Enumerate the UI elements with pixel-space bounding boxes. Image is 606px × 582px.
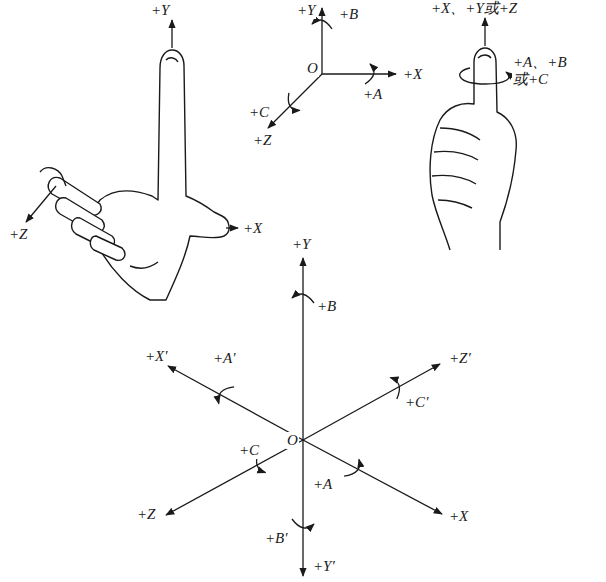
axis-label: +A <box>312 476 333 493</box>
axis-label: +Z <box>252 132 272 149</box>
axis-arrow <box>268 74 322 128</box>
axis-label: +Y′ <box>312 558 336 575</box>
right-hand-figure <box>40 50 229 300</box>
axis-arrow <box>171 20 172 48</box>
axis-arrow <box>303 440 442 514</box>
axis-arrow <box>166 440 303 515</box>
axis-label: +X <box>242 220 263 237</box>
axis-label: +Z′ <box>448 350 472 367</box>
axis-label: +X′ <box>144 348 169 365</box>
axis-label: +A′ <box>212 350 237 367</box>
axis-label: +Y <box>150 2 170 19</box>
axis-label: +C <box>248 104 270 121</box>
rotation-arrow <box>292 519 314 528</box>
axis-arrow <box>302 440 303 576</box>
axis-lines <box>26 8 509 576</box>
axis-label: +A、+B 或+C <box>512 54 572 89</box>
axis-arrow <box>302 258 303 440</box>
rotation-arrow <box>390 378 399 400</box>
axis-label: +X <box>448 508 469 525</box>
rotation-arrow <box>288 93 299 111</box>
origin-label: O <box>286 432 299 449</box>
axis-label: +Y <box>296 2 316 19</box>
axis-arrow <box>322 73 396 74</box>
axis-label: +Y <box>291 236 311 253</box>
axis-label: +Z <box>136 506 156 523</box>
origin-label: O <box>306 60 319 77</box>
axis-arrow <box>484 18 485 46</box>
axis-label: +C′ <box>404 394 429 411</box>
rotation-arrow <box>312 20 332 29</box>
axis-arrow <box>226 227 238 228</box>
axis-label: +B′ <box>264 530 289 547</box>
axis-arrow <box>321 8 322 74</box>
rotation-arrow <box>344 459 359 476</box>
axis-label: +A <box>362 86 383 103</box>
rotation-arrow <box>218 387 234 404</box>
axis-label: +X、+Y或+Z <box>430 0 518 17</box>
axis-label: +Z <box>8 226 28 243</box>
rotation-arrow <box>365 64 374 84</box>
axis-arrow <box>168 366 303 440</box>
axis-label: +B <box>316 298 337 315</box>
axis-label: +C <box>238 442 260 459</box>
rotation-arrow <box>460 68 509 84</box>
axis-arrow <box>26 186 56 222</box>
thumb-rule-hand-figure <box>430 48 516 250</box>
axis-label: +B <box>338 6 359 23</box>
rotation-arrow <box>292 294 314 303</box>
axis-arrow <box>303 364 440 440</box>
axis-label: +X <box>402 66 423 83</box>
